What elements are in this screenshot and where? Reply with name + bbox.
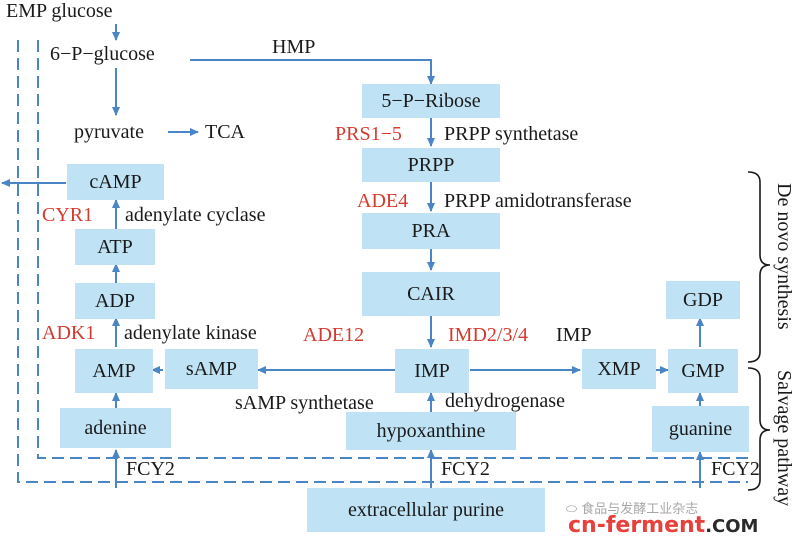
enzyme-adenylate-kinase: adenylate kinase [124,322,257,344]
brace-salvage [747,367,771,491]
node-samp: sAMP [165,349,258,389]
gene-ade4: ADE4 [357,190,409,212]
node-prpp: PRPP [362,148,500,182]
watermark-wechat: ⬭ 食品与发酵工业杂志 [566,498,698,517]
gene-prs: PRS1−5 [335,123,402,145]
arrow-g6p-to-ribose [190,59,435,85]
node-gdp: GDP [666,281,740,319]
node-xmp: XMP [582,349,656,389]
watermark-site-main: cn-ferment [568,513,706,538]
dashed-boundary-inner [37,40,748,459]
node-adp: ADP [75,283,155,319]
node-pra: PRA [362,213,500,249]
node-extracellular-purine: extracellular purine [307,488,545,532]
node-cair: CAIR [362,272,500,316]
enzyme-prpp-synthetase: PRPP synthetase [444,123,579,145]
glucose-6p-label: 6−P−glucose [50,43,155,65]
tca-label: TCA [205,121,245,143]
gene-adk1: ADK1 [42,322,96,344]
dashed-boundary-outer [17,40,748,483]
enzyme-samp-synthetase: sAMP synthetase [235,392,374,414]
enzyme-prpp-amidotransferase: PRPP amidotransferase [444,190,632,212]
node-amp: AMP [75,349,153,393]
node-hypoxanthine: hypoxanthine [346,412,516,450]
enzyme-imp-label: IMP [556,324,592,346]
wechat-icon: ⬭ [566,502,578,517]
watermark-journal-name: 食品与发酵工业杂志 [581,502,699,517]
enzyme-adenylate-cyclase: adenylate cyclase [125,204,266,226]
gene-fcy2-middle: FCY2 [441,458,490,480]
hmp-label: HMP [272,36,316,58]
node-ribose-5p: 5−P−Ribose [362,84,500,118]
node-adenine: adenine [60,408,171,448]
gene-imd: IMD2/3/4 [448,324,528,346]
watermark-site-suffix: .COM [705,516,759,537]
gene-ade12: ADE12 [303,324,365,346]
node-guanine: guanine [652,406,749,452]
bracket-label-salvage: Salvage pathway [773,370,795,507]
bracket-label-de-novo: De novo synthesis [773,183,795,330]
gene-fcy2-right: FCY2 [711,458,760,480]
node-imp: IMP [395,349,469,393]
gene-cyr1: CYR1 [42,204,94,226]
emp-glucose-label: EMP glucose [6,0,113,22]
brace-de-novo [747,171,771,363]
node-atp: ATP [75,229,155,265]
node-camp: cAMP [67,164,164,200]
node-gmp: GMP [668,349,738,393]
gene-fcy2-left: FCY2 [126,458,175,480]
pyruvate-label: pyruvate [74,121,144,143]
watermark-site: cn-ferment.COM [568,513,758,538]
enzyme-dehydrogenase: dehydrogenase [445,390,565,412]
